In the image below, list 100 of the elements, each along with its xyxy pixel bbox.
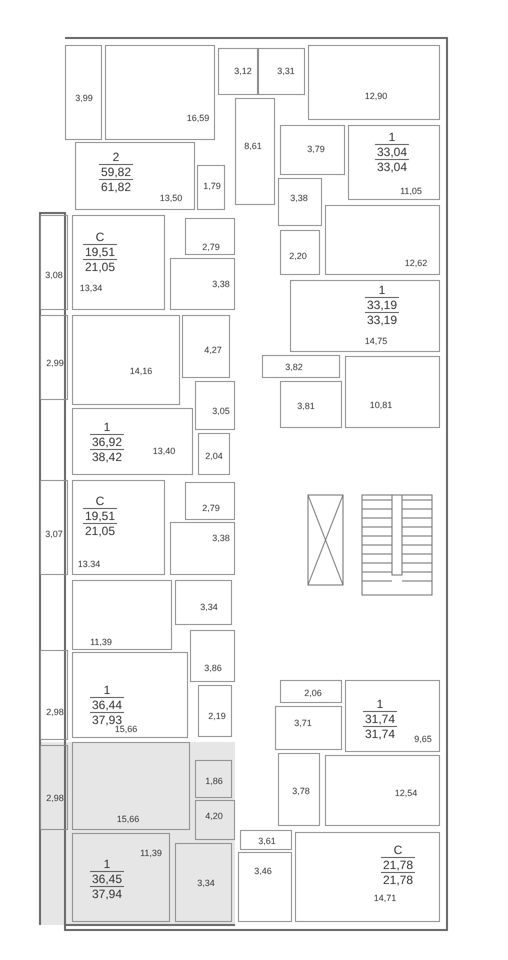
room-count-label: 1 [388,130,396,144]
room-outline [182,315,230,378]
room-area-label: 1,79 [203,181,221,191]
apartment-area-label: 21,05 [82,523,118,538]
room-outline [195,760,232,798]
room-area-label: 2,04 [205,451,223,461]
room-area-label: 2,98 [46,707,64,717]
room-area-label: 11,05 [400,186,422,196]
apartment-area-label: 38,42 [90,449,124,464]
room-area-label: 3,99 [75,93,93,103]
room-area-label: 3,05 [212,406,230,416]
room-outline [170,522,235,575]
room-area-label: 2,20 [289,251,307,261]
room-area-label: 3,38 [212,279,230,289]
room-outline [280,230,320,275]
apartment-area-label: 21,78 [380,857,416,872]
room-area-label: 2,98 [46,793,64,803]
apartment-area-label: 31,74 [362,711,398,726]
room-outline [175,843,232,922]
room-area-label: 3,86 [204,663,222,673]
room-count-label: 1 [378,283,386,297]
room-area-label: 12,90 [364,91,388,101]
room-area-label: 4,20 [205,811,223,821]
room-outline [280,381,342,428]
room-outline [198,685,232,737]
room-area-label: 3,46 [254,866,272,876]
room-area-label: 11,39 [90,637,112,647]
room-area-label: 2,06 [304,688,322,698]
room-area-label: 15,66 [116,814,140,824]
room-area-label: 2,79 [202,242,220,252]
room-count-label: 1 [102,683,112,697]
room-area-label: 3,31 [277,66,295,76]
room-outline [105,45,215,140]
room-count-label: 1 [102,857,112,871]
apartment-area-label: 19,51 [82,508,118,523]
room-area-label: 2,99 [46,358,64,368]
room-area-label: 3,82 [285,362,303,372]
room-area-label: 3,78 [292,786,310,796]
room-area-label: 3,34 [200,602,218,612]
room-area-label: 13,40 [152,446,176,456]
room-outline [240,830,292,850]
room-count-label: 2 [112,150,120,164]
apartment-area-label: 33,04 [374,159,410,174]
room-outline [40,215,68,310]
room-area-label: 16,59 [186,113,210,123]
room-outline [72,480,165,575]
room-outline [72,580,172,650]
room-outline [262,355,340,378]
room-outline [280,125,345,175]
room-area-label: 3,12 [234,66,252,76]
room-outline [195,800,235,840]
apartment-area-label: 61,82 [98,179,134,194]
room-outline [258,48,305,95]
room-area-label: 14,75 [364,336,388,346]
room-outline [348,125,440,200]
room-count-label: C [94,230,106,244]
room-outline [72,833,170,922]
room-count-label: C [94,494,106,508]
apartment-area-label: 19,51 [82,244,118,259]
room-outline [198,433,230,475]
room-outline [308,45,440,120]
room-area-label: 9,65 [414,734,432,744]
room-area-label: 13,50 [160,193,182,203]
room-count-label: 1 [102,420,112,434]
room-area-label: 2,79 [202,503,220,513]
room-area-label: 13.34 [78,559,100,569]
room-outline [325,205,440,275]
room-outline [175,580,232,625]
apartment-area-label: 37,93 [90,712,124,727]
room-outline [235,98,275,205]
room-area-label: 14,16 [130,366,152,376]
apartment-area-label: 36,92 [90,434,124,449]
room-area-label: 3,34 [197,878,215,888]
room-outline [280,680,342,703]
room-area-label: 3,81 [297,401,315,411]
room-outline [278,178,322,226]
room-area-label: 2,19 [208,711,226,721]
room-outline [325,755,440,826]
room-outline [72,652,188,738]
room-area-label: 8,61 [244,141,262,151]
room-area-label: 14,71 [374,893,396,903]
room-count-label: 1 [376,697,384,711]
room-area-label: 15,66 [114,724,138,734]
room-area-label: 12,62 [404,258,428,268]
room-count-label: C [392,843,404,857]
apartment-area-label: 59,82 [98,164,134,179]
apartment-area-label: 33,19 [364,297,400,312]
room-outline [195,381,235,430]
room-area-label: 3,79 [307,144,325,154]
room-area-label: 13,34 [80,283,102,293]
apartment-area-label: 21,78 [380,872,416,887]
room-outline [218,48,258,95]
room-outline [345,680,440,752]
room-outline [170,258,235,310]
apartment-area-label: 36,45 [90,871,124,886]
room-outline [65,45,102,140]
room-outline [185,218,235,255]
room-area-label: 10,81 [370,400,392,410]
room-outline [190,630,235,682]
room-area-label: 3,38 [212,533,230,543]
